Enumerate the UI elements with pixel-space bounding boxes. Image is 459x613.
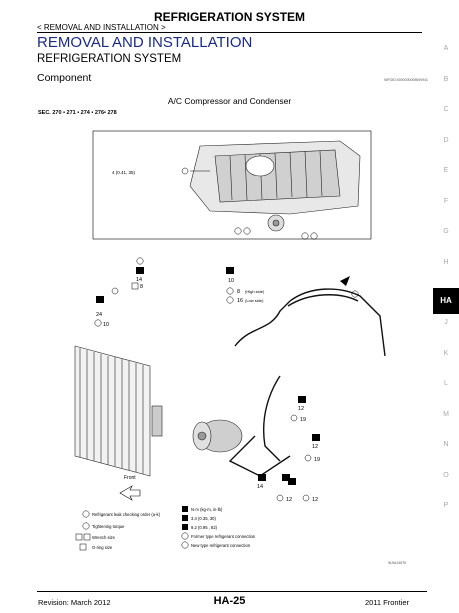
- front-label: Front: [124, 475, 136, 481]
- tab-e[interactable]: E: [443, 167, 449, 174]
- value-16: 16: [237, 298, 243, 304]
- hvac-unit-illustration: [189, 140, 361, 232]
- figure-caption: A/C Compressor and Condenser: [167, 96, 292, 106]
- legend-torque-a: 3.4 (0.35, 30): [191, 516, 217, 521]
- tab-f[interactable]: F: [443, 197, 449, 205]
- tab-b[interactable]: B: [443, 75, 449, 83]
- legend-units: N·m (kg-m, in-lb): [191, 507, 223, 512]
- top-left-callouts: 14 8 24 10: [94, 257, 144, 328]
- vehicle-model: 2011 Frontier: [364, 598, 409, 607]
- document-id: INFOID:0000000005690941: [384, 78, 428, 82]
- value-10b: 10: [228, 278, 234, 284]
- section-tab-strip: A B C D E F G H HA J K L M N O P: [433, 42, 459, 530]
- arrow-icon: [340, 276, 350, 286]
- header-rule: [37, 32, 422, 33]
- value-12d: 12: [312, 497, 318, 503]
- value-14b: 14: [257, 484, 263, 490]
- legend-oring: O-ring size: [92, 545, 113, 550]
- legend-leak-order: Refrigerant leak checking order (a-k): [92, 512, 161, 517]
- breadcrumb: < REMOVAL AND INSTALLATION >: [37, 23, 166, 32]
- figure-id: WJIA1487E: [388, 561, 407, 565]
- tab-k[interactable]: K: [443, 349, 449, 357]
- legend-former-type: Former type refrigerant connection: [191, 534, 256, 539]
- legend-torque-b: 9.2 (0.95 , 82): [191, 525, 218, 530]
- torque-value: 4 (0.41, 35): [112, 170, 136, 175]
- subsection-title: REFRIGERATION SYSTEM: [37, 53, 182, 65]
- condenser-illustration: [74, 345, 163, 477]
- inset-callouts: [234, 227, 318, 240]
- tab-n[interactable]: N: [443, 441, 449, 448]
- note-low-side: (Low side): [245, 298, 264, 303]
- front-indicator: Front: [119, 475, 141, 501]
- tab-g[interactable]: G: [443, 228, 449, 235]
- value-8b: 8: [237, 289, 240, 295]
- legend-new-type: New type refrigerant connection: [191, 543, 251, 548]
- tab-j[interactable]: J: [444, 319, 448, 326]
- tab-a[interactable]: A: [443, 45, 449, 52]
- legend-torque: Tightening torque: [92, 524, 125, 529]
- value-10: 10: [103, 322, 109, 328]
- component-heading: Component: [37, 72, 92, 84]
- inset-frame: [92, 130, 372, 240]
- value-12c: 12: [286, 497, 292, 503]
- top-mid-callouts: 10 8 (High side) 16 (Low side): [226, 267, 265, 304]
- refrigerant-piping: [228, 288, 386, 477]
- value-8: 8: [140, 284, 143, 290]
- section-title: REMOVAL AND INSTALLATION: [37, 34, 253, 51]
- tab-c[interactable]: C: [443, 106, 449, 113]
- value-12b: 12: [312, 444, 318, 450]
- tab-p[interactable]: P: [443, 502, 449, 509]
- footer-rule: [37, 591, 427, 592]
- tab-l[interactable]: L: [444, 380, 448, 387]
- legend-wrench: Wrench size: [92, 535, 116, 540]
- page-number: HA-25: [213, 595, 246, 607]
- value-19: 19: [300, 417, 306, 423]
- ac-compressor-condenser-diagram: 4 (0.41, 35) 14 8 24 10 10 8 (High side)…: [74, 130, 407, 565]
- section-references: SEC. 270 • 271 • 274 • 276• 278: [38, 110, 117, 116]
- value-24: 24: [96, 312, 102, 318]
- tab-h[interactable]: H: [443, 258, 449, 266]
- value-19b: 19: [314, 457, 320, 463]
- value-12: 12: [298, 406, 304, 412]
- value-14: 14: [136, 277, 142, 283]
- compressor-illustration: [192, 419, 243, 453]
- tab-ha-active[interactable]: HA: [433, 288, 459, 314]
- revision-date: Revision: March 2012: [38, 598, 111, 607]
- right-callouts: 12 19 12 19: [290, 290, 359, 463]
- tab-m[interactable]: M: [443, 410, 449, 418]
- tab-d[interactable]: D: [443, 136, 449, 144]
- note-high-side: (High side): [245, 289, 265, 294]
- page-header-title: REFRIGERATION SYSTEM: [153, 10, 306, 24]
- torque-icon: [181, 167, 189, 175]
- legend: Refrigerant leak checking order (a-k) Ti…: [75, 506, 256, 551]
- bottom-callouts: 14 12 12: [257, 474, 318, 503]
- tab-o[interactable]: O: [443, 471, 449, 479]
